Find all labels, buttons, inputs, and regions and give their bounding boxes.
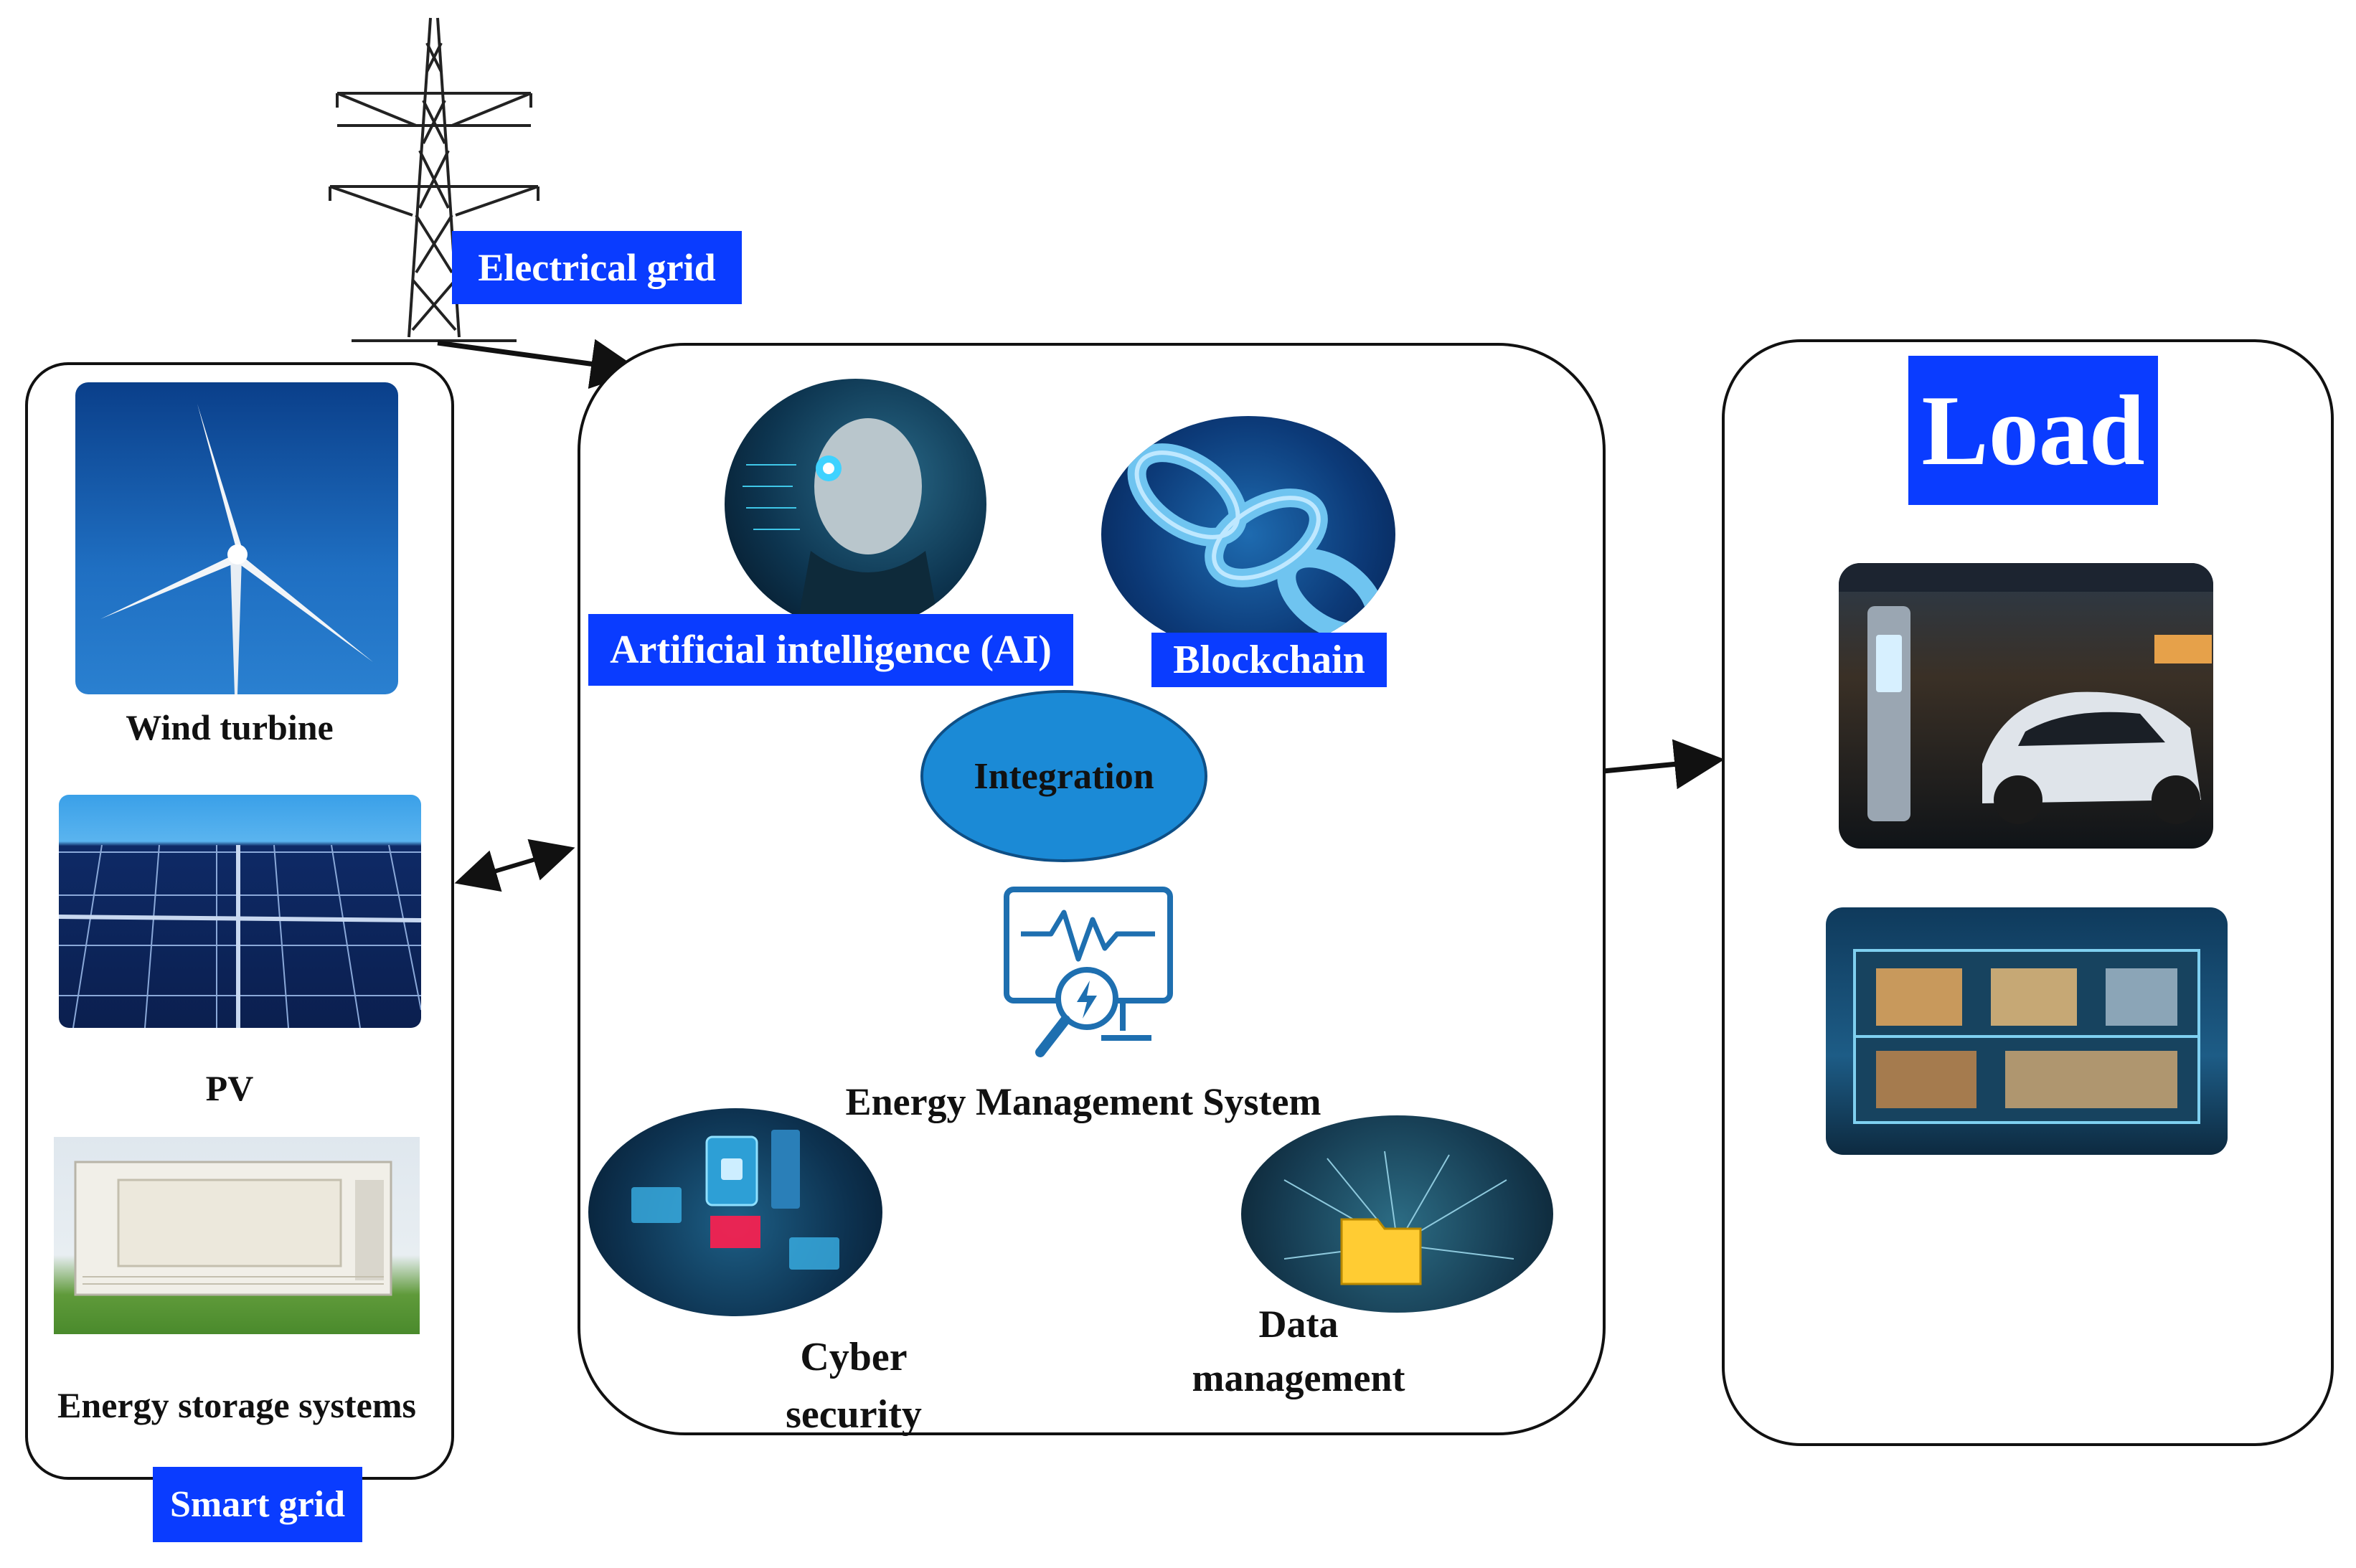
transmission-tower-icon bbox=[329, 17, 539, 342]
monitor-lightning-icon bbox=[1001, 884, 1177, 1070]
wind-turbine-caption: Wind turbine bbox=[126, 707, 334, 747]
integration-node: Integration bbox=[920, 690, 1207, 862]
smart-house-image bbox=[1826, 907, 2228, 1155]
blockchain-label: Blockchain bbox=[1151, 633, 1387, 687]
ai-robot-image bbox=[725, 379, 986, 630]
load-panel bbox=[1722, 339, 2334, 1446]
folder-network-image bbox=[1241, 1115, 1553, 1313]
cyber-caption-line1: Cyber bbox=[800, 1335, 908, 1379]
center-to-load-arrow bbox=[1603, 739, 1725, 790]
ems-caption: Energy Management System bbox=[845, 1080, 1321, 1123]
cyber-caption-line2: security bbox=[786, 1392, 922, 1437]
smartgrid-center-arrow bbox=[454, 839, 575, 892]
data-caption-line2: management bbox=[1192, 1356, 1405, 1399]
pv-caption: PV bbox=[205, 1068, 254, 1108]
ev-charging-image bbox=[1839, 563, 2213, 849]
data-caption-line1: Data bbox=[1258, 1303, 1339, 1346]
grid-to-center-arrow bbox=[437, 339, 641, 389]
ai-label: Artificial intelligence (AI) bbox=[588, 614, 1073, 686]
smart-grid-label: Smart grid bbox=[153, 1467, 362, 1542]
solar-panel-image bbox=[59, 795, 421, 1028]
wind-turbine-image bbox=[75, 382, 398, 694]
battery-container-image bbox=[54, 1137, 420, 1334]
storage-caption: Energy storage systems bbox=[57, 1385, 416, 1425]
load-label: Load bbox=[1908, 356, 2158, 505]
electrical-grid-label: Electrical grid bbox=[452, 231, 742, 304]
chain-link-image bbox=[1101, 416, 1395, 653]
integration-label: Integration bbox=[974, 755, 1154, 797]
cyber-lock-image bbox=[588, 1108, 882, 1316]
